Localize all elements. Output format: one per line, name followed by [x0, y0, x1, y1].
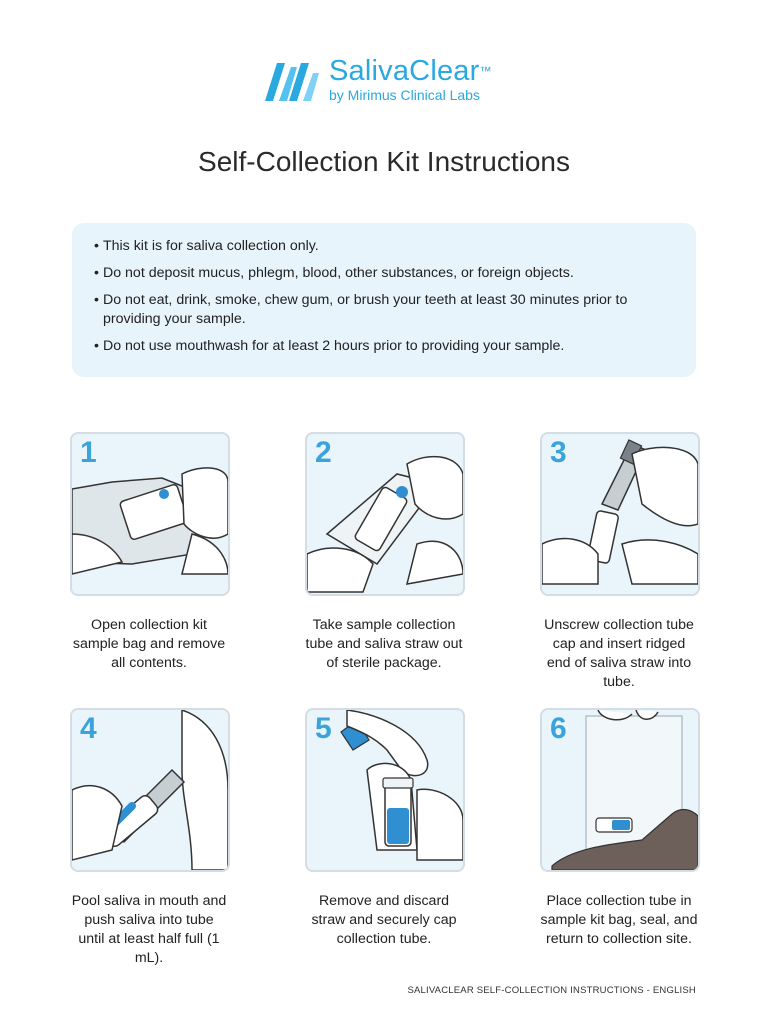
step-5: 5 Remove and discard straw and securely … [305, 708, 465, 949]
step-illustration: 3 [540, 432, 700, 596]
salivaclear-logo-icon [265, 62, 319, 101]
step-caption: Open collection kit sample bag and remov… [72, 617, 226, 671]
precaution-item: This kit is for saliva collection only. [92, 237, 676, 256]
step-4: 4 Pool saliva in mouth and push saliva i… [70, 708, 230, 968]
step-illustration: 5 [305, 708, 465, 872]
step-caption: Take sample collection tube and saliva s… [305, 617, 463, 671]
step-illustration: 1 [70, 432, 230, 596]
sterile-package-icon [307, 455, 463, 593]
step-number: 2 [315, 436, 332, 469]
page-title: Self-Collection Kit Instructions [198, 146, 570, 177]
brand-subtitle: by Mirimus Clinical Labs [329, 87, 480, 103]
step-number: 5 [315, 712, 332, 745]
place-in-bag-icon [551, 710, 698, 870]
precautions-box: This kit is for saliva collection only. … [72, 223, 696, 377]
step-number: 4 [80, 712, 97, 745]
step-number: 6 [550, 712, 567, 745]
brand-logo: SalivaClear™ by Mirimus Clinical Labs [263, 56, 492, 103]
step-caption: Remove and discard straw and securely ca… [311, 893, 457, 947]
step-number: 3 [550, 436, 567, 469]
step-2: 2 Take sample collection tube and saliva… [305, 432, 465, 673]
step-illustration: 6 [540, 708, 700, 872]
open-bag-icon [72, 467, 228, 575]
step-illustration: 2 [305, 432, 465, 596]
precaution-item: Do not eat, drink, smoke, chew gum, or b… [92, 291, 676, 329]
footer-text: SALIVACLEAR SELF-COLLECTION INSTRUCTIONS… [407, 985, 696, 996]
step-1: 1 Open collection kit sample bag and rem… [70, 432, 230, 673]
step-6: 6 Place collection tube in sample kit ba… [540, 708, 700, 949]
precaution-item: Do not deposit mucus, phlegm, blood, oth… [92, 264, 676, 283]
precaution-item: Do not use mouthwash for at least 2 hour… [92, 337, 676, 356]
step-caption: Unscrew collection tube cap and insert r… [544, 617, 694, 690]
step-caption: Pool saliva in mouth and push saliva int… [71, 893, 227, 966]
step-illustration: 4 [70, 708, 230, 872]
insert-straw-icon [542, 439, 698, 585]
step-number: 1 [80, 436, 97, 469]
brand-name: SalivaClear [329, 55, 480, 87]
cap-tube-icon [340, 710, 463, 861]
pool-saliva-icon [72, 710, 228, 870]
step-caption: Place collection tube in sample kit bag,… [540, 893, 698, 947]
trademark-symbol: ™ [479, 64, 492, 78]
step-3: 3 Unscrew collection tube cap and insert… [540, 432, 700, 692]
